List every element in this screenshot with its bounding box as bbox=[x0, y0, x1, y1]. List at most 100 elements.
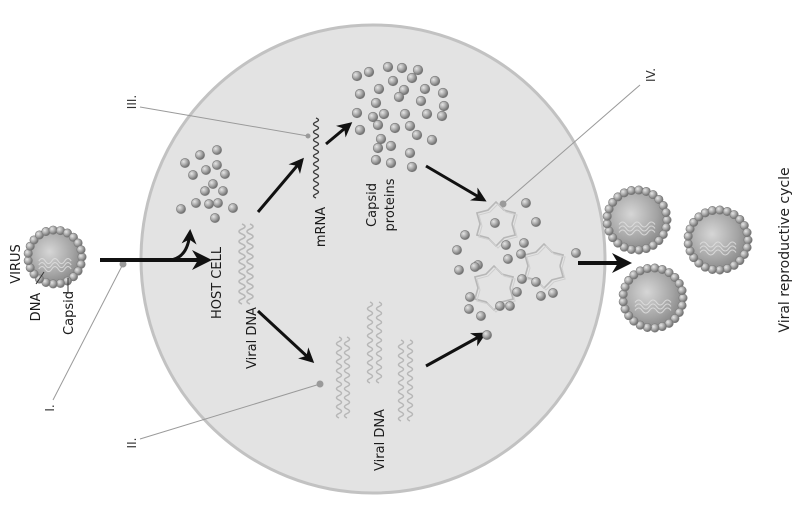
protein-particle bbox=[387, 75, 399, 87]
protein-particle bbox=[426, 134, 438, 146]
dna-strand-path bbox=[397, 339, 405, 422]
protein-particle bbox=[490, 218, 500, 228]
protein-particle bbox=[370, 154, 382, 166]
protein-particle bbox=[670, 314, 680, 324]
protein-particle bbox=[661, 208, 671, 218]
protein-particle bbox=[212, 145, 222, 155]
protein-particle bbox=[476, 311, 486, 321]
protein-particle bbox=[228, 203, 238, 213]
protein-particle bbox=[743, 235, 753, 245]
virus-core bbox=[688, 210, 748, 270]
virus-label: VIRUS bbox=[9, 244, 24, 284]
diagram-title: Viral reproductive cycle bbox=[777, 167, 793, 332]
protein-particle bbox=[438, 100, 450, 112]
dna-pointer bbox=[35, 271, 45, 285]
virus-dna bbox=[38, 266, 72, 273]
viral-dna-label-1: Viral DNA bbox=[245, 307, 260, 369]
protein-particle bbox=[191, 198, 201, 208]
protein-particle bbox=[629, 270, 639, 280]
protein-particle bbox=[650, 263, 660, 273]
virus-core bbox=[623, 268, 683, 328]
protein-particle bbox=[406, 161, 418, 173]
protein-particle bbox=[404, 147, 416, 159]
protein-particle bbox=[674, 307, 684, 317]
protein-particle bbox=[634, 245, 644, 255]
protein-particle bbox=[218, 186, 228, 196]
stage-label-iv: IV. bbox=[644, 68, 658, 82]
protein-particle bbox=[517, 274, 527, 284]
protein-particle bbox=[204, 199, 214, 209]
protein-particle bbox=[635, 320, 645, 330]
protein-particle bbox=[460, 230, 470, 240]
protein-particle bbox=[531, 277, 541, 287]
virus-dna bbox=[38, 262, 72, 269]
protein-particle bbox=[389, 122, 401, 134]
protein-particle bbox=[188, 170, 198, 180]
protein-particle bbox=[536, 291, 546, 301]
virus-dna bbox=[699, 249, 737, 256]
protein-particle bbox=[372, 119, 384, 131]
protein-particle bbox=[521, 198, 531, 208]
virus-dna bbox=[699, 241, 737, 248]
protein-particle bbox=[393, 91, 405, 103]
capsid-particle-cluster bbox=[176, 145, 238, 223]
protein-particle bbox=[654, 236, 664, 246]
virus-dna bbox=[634, 303, 672, 310]
dna-strand-path bbox=[343, 336, 351, 419]
protein-particle bbox=[624, 275, 634, 285]
protein-particle bbox=[503, 254, 513, 264]
protein-particle bbox=[370, 97, 382, 109]
protein-particle bbox=[678, 293, 688, 303]
protein-particle bbox=[634, 185, 644, 195]
protein-particle bbox=[452, 245, 462, 255]
protein-particle bbox=[657, 322, 667, 332]
protein-particle bbox=[700, 262, 710, 272]
protein-particle bbox=[689, 217, 699, 227]
protein-particle bbox=[373, 83, 385, 95]
protein-particle bbox=[729, 210, 739, 220]
protein-particle bbox=[421, 108, 433, 120]
protein-particle bbox=[626, 186, 636, 196]
protein-particle bbox=[195, 150, 205, 160]
leader-line-ii bbox=[139, 383, 321, 440]
assembling-dna bbox=[526, 245, 566, 291]
protein-particle bbox=[385, 157, 397, 169]
protein-particle bbox=[437, 87, 449, 99]
protein-particle bbox=[212, 160, 222, 170]
dna-strand-path bbox=[406, 339, 414, 422]
capsid-proteins-label-1: Capsid bbox=[365, 183, 380, 227]
protein-particle bbox=[470, 262, 480, 272]
protein-particle bbox=[516, 249, 526, 259]
protein-particle bbox=[683, 239, 693, 249]
protein-particle bbox=[694, 212, 704, 222]
protein-particle bbox=[176, 204, 186, 214]
mrna-strand bbox=[312, 117, 320, 199]
virus bbox=[23, 225, 87, 289]
dna-strand-path bbox=[246, 223, 254, 305]
protein-particle bbox=[707, 206, 717, 216]
entry-branch-arrow bbox=[169, 229, 197, 262]
protein-particle bbox=[351, 107, 363, 119]
released-viruses bbox=[602, 185, 753, 333]
dna-strand-path bbox=[366, 301, 374, 384]
virus-dna bbox=[699, 245, 737, 252]
protein-particle bbox=[354, 124, 366, 136]
protein-particle bbox=[658, 229, 668, 239]
protein-particle bbox=[501, 240, 511, 250]
protein-particle bbox=[670, 272, 680, 282]
dna-label: DNA bbox=[29, 293, 44, 322]
protein-particle bbox=[613, 238, 623, 248]
protein-particle bbox=[495, 301, 505, 311]
protein-particle bbox=[571, 248, 581, 258]
protein-particle bbox=[465, 292, 475, 302]
virus-dna bbox=[618, 225, 656, 232]
protein-particle bbox=[419, 83, 431, 95]
viral-dna-strand bbox=[238, 223, 254, 305]
replicated-viral-dna bbox=[335, 301, 414, 422]
protein-particle bbox=[454, 265, 464, 275]
protein-particle bbox=[412, 64, 424, 76]
stage-label-ii: II. bbox=[125, 438, 139, 449]
leader-line-i bbox=[52, 263, 124, 401]
protein-particle bbox=[354, 88, 366, 100]
protein-particle bbox=[220, 169, 230, 179]
